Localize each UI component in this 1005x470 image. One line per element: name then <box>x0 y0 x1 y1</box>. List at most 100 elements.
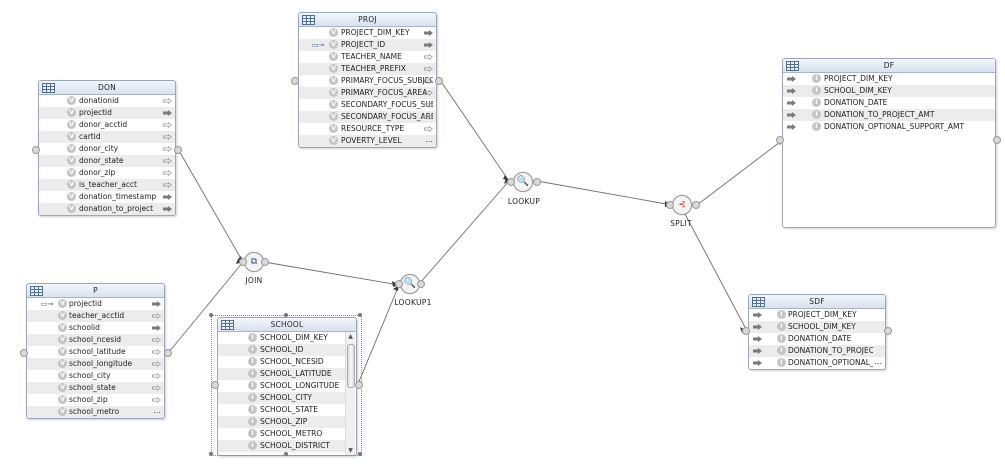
field-name: PRIMARY_FOCUS_AREA <box>341 88 428 97</box>
vertical-scrollbar[interactable]: ▲ ▼ <box>345 332 355 455</box>
field-type-icon: V <box>329 28 338 37</box>
input-arrow-icon <box>753 348 762 354</box>
field-name: PROJECT_DIM_KEY <box>824 74 893 83</box>
more-fields-icon[interactable]: … <box>425 135 433 144</box>
edge-proj-to-lookup <box>439 79 510 182</box>
input-port[interactable] <box>742 327 750 335</box>
scroll-up-icon[interactable]: ▲ <box>348 333 353 340</box>
input-port[interactable] <box>291 77 299 85</box>
output-port[interactable] <box>435 77 443 85</box>
resize-handle[interactable] <box>358 313 362 317</box>
field-type-icon: I <box>812 122 821 131</box>
input-port[interactable] <box>211 381 219 389</box>
more-fields-icon[interactable]: … <box>874 357 882 366</box>
output-port[interactable] <box>355 381 363 389</box>
output-port[interactable] <box>884 327 892 335</box>
input-port[interactable] <box>666 201 674 209</box>
resize-handle[interactable] <box>358 452 362 456</box>
input-port[interactable] <box>776 136 784 144</box>
field-name: DONATION_OPTIONAL_SUPPORT_AMT <box>824 122 965 131</box>
output-port[interactable] <box>417 280 425 288</box>
more-fields-icon[interactable]: … <box>153 406 161 415</box>
resize-handle[interactable] <box>209 313 213 317</box>
input-port[interactable] <box>32 146 40 154</box>
output-port[interactable] <box>993 136 1001 144</box>
output-port[interactable] <box>164 349 172 357</box>
magnifier-icon: 🔍 <box>516 176 530 187</box>
lookup-node[interactable]: 🔍 <box>513 172 533 192</box>
field-row[interactable]: IDONATION_OPTIONAL_SUPPORT_AMT… <box>749 357 885 369</box>
output-port[interactable] <box>261 258 269 266</box>
output-port[interactable] <box>533 178 541 186</box>
input-port[interactable] <box>239 258 247 266</box>
resize-handle[interactable] <box>284 452 288 456</box>
input-port[interactable] <box>20 349 28 357</box>
scroll-down-icon[interactable]: ▼ <box>348 447 353 454</box>
split-node[interactable]: ⊰ <box>672 195 692 215</box>
resize-handle[interactable] <box>209 452 213 456</box>
field-type-icon: V <box>329 124 338 133</box>
output-port[interactable] <box>174 146 182 154</box>
input-port[interactable] <box>507 178 515 186</box>
output-port[interactable] <box>692 201 700 209</box>
scrollbar-thumb[interactable] <box>347 344 355 388</box>
input-port[interactable] <box>395 280 403 288</box>
resize-handle[interactable] <box>284 313 288 317</box>
